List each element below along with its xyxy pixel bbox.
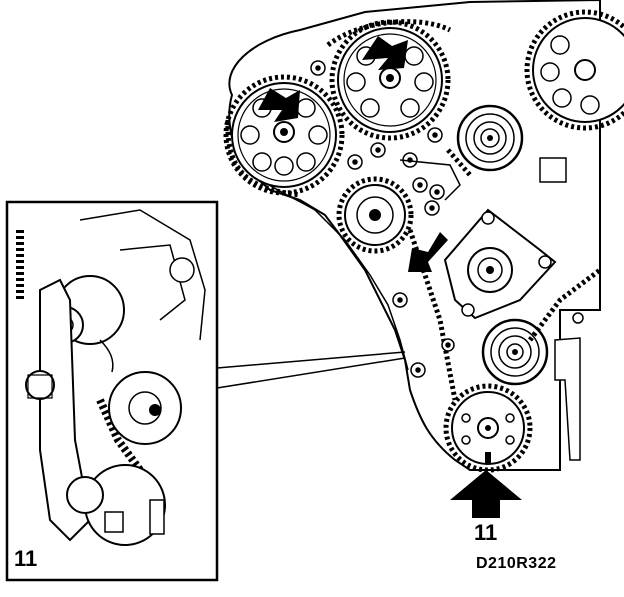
water-pump [443, 208, 557, 320]
idler-pulley-upper [456, 104, 524, 172]
inset-detail-box [5, 200, 219, 582]
camshaft-sprocket-right [524, 9, 624, 131]
rotation-arrow-icon [362, 36, 408, 70]
rotation-arrow-icon [408, 232, 448, 272]
crankshaft-sprocket [443, 383, 533, 473]
pointer-arrow-icon [450, 470, 522, 518]
tensioner-pulley [336, 176, 414, 254]
rotation-arrow-icon [258, 88, 300, 122]
camshaft-sprocket-left [223, 74, 345, 196]
callout-label-11: 11 [474, 520, 498, 545]
guide-rollers [310, 60, 584, 378]
camshaft-sprocket-middle [329, 19, 451, 141]
inset-label-11: 11 [14, 546, 38, 571]
figure-code: D210R322 [476, 555, 557, 572]
idler-pulley-lower [481, 318, 549, 386]
